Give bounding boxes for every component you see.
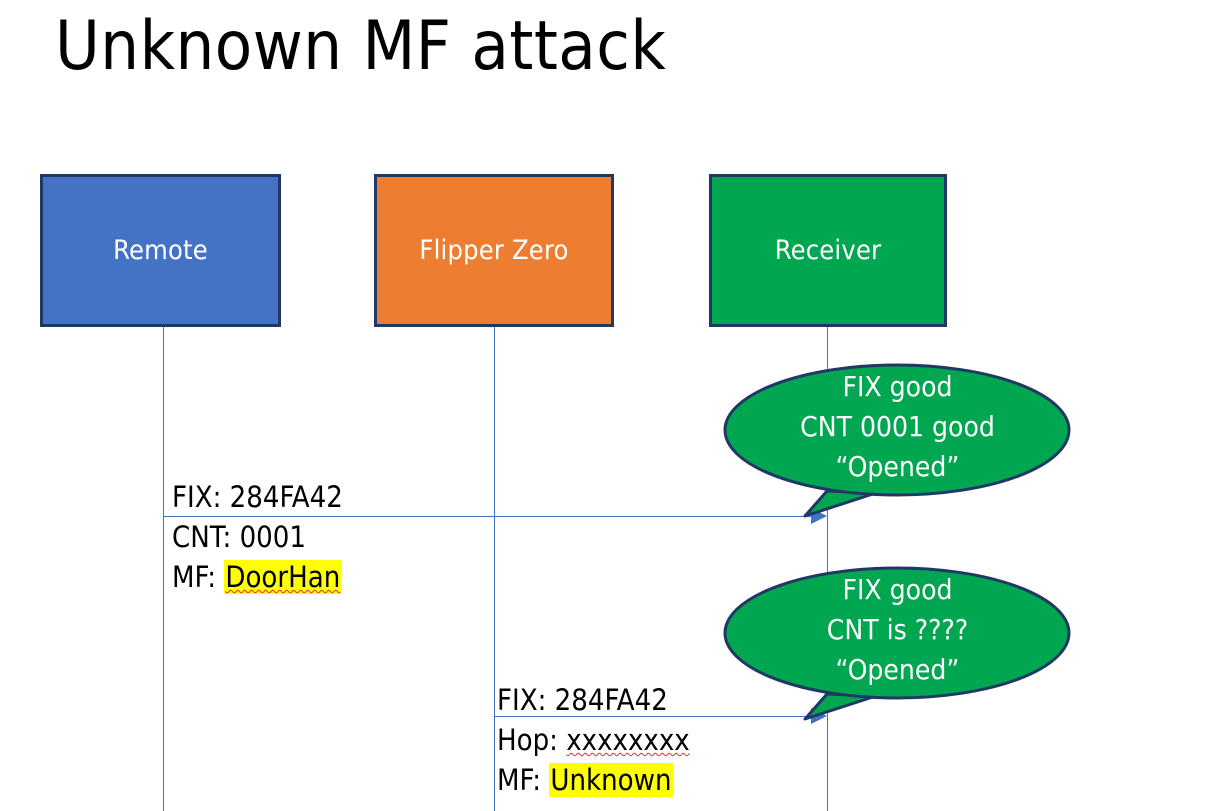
message-arrow-1: [163, 516, 813, 517]
message-1-line-1-label: FIX:: [172, 480, 230, 514]
message-label-1: FIX: 284FA42 CNT: 0001 MF: DoorHan: [172, 477, 343, 597]
actor-box-remote[interactable]: Remote: [40, 174, 281, 327]
message-2-line-2-value: xxxxxxxx: [566, 723, 690, 757]
actor-label-remote: Remote: [113, 235, 208, 266]
actor-label-receiver: Receiver: [774, 235, 882, 266]
message-2-line-2-label: Hop:: [497, 723, 567, 757]
speech-bubble-1[interactable]: FIX good CNT 0001 good “Opened”: [723, 363, 1072, 518]
actor-label-flipper-zero: Flipper Zero: [419, 235, 569, 266]
message-2-line-1-value: 284FA42: [554, 683, 668, 717]
message-1-line-2-label: CNT:: [172, 520, 240, 554]
message-1-line-3-value: DoorHan: [224, 560, 342, 594]
message-2-line-1: FIX: 284FA42: [497, 680, 690, 720]
speech-bubble-1-shape: [723, 363, 1071, 518]
lifeline-receiver: [827, 327, 828, 811]
message-arrow-2: [494, 716, 813, 717]
message-1-line-3: MF: DoorHan: [172, 557, 343, 597]
lifeline-remote: [163, 327, 164, 811]
actor-box-receiver[interactable]: Receiver: [709, 174, 947, 327]
message-label-2: FIX: 284FA42 Hop: xxxxxxxx MF: Unknown: [497, 680, 690, 800]
speech-bubble-2-ellipse: [723, 566, 1071, 700]
actor-box-flipper-zero[interactable]: Flipper Zero: [374, 174, 614, 327]
speech-bubble-1-ellipse: [723, 363, 1071, 497]
message-2-line-3: MF: Unknown: [497, 760, 690, 800]
message-1-line-2: CNT: 0001: [172, 517, 343, 557]
message-1-line-2-value: 0001: [239, 520, 306, 554]
lifeline-flipper: [494, 327, 495, 811]
message-2-line-3-value: Unknown: [549, 763, 673, 797]
speech-bubble-2[interactable]: FIX good CNT is ???? “Opened”: [723, 566, 1072, 721]
message-1-line-1-value: 284FA42: [229, 480, 343, 514]
message-2-line-2: Hop: xxxxxxxx: [497, 720, 690, 760]
message-1-line-1: FIX: 284FA42: [172, 477, 343, 517]
page-title: Unknown MF attack: [55, 7, 667, 86]
speech-bubble-2-shape: [723, 566, 1071, 721]
message-1-line-3-label: MF:: [172, 560, 225, 594]
message-2-line-3-label: MF:: [497, 763, 550, 797]
message-2-line-1-label: FIX:: [497, 683, 555, 717]
